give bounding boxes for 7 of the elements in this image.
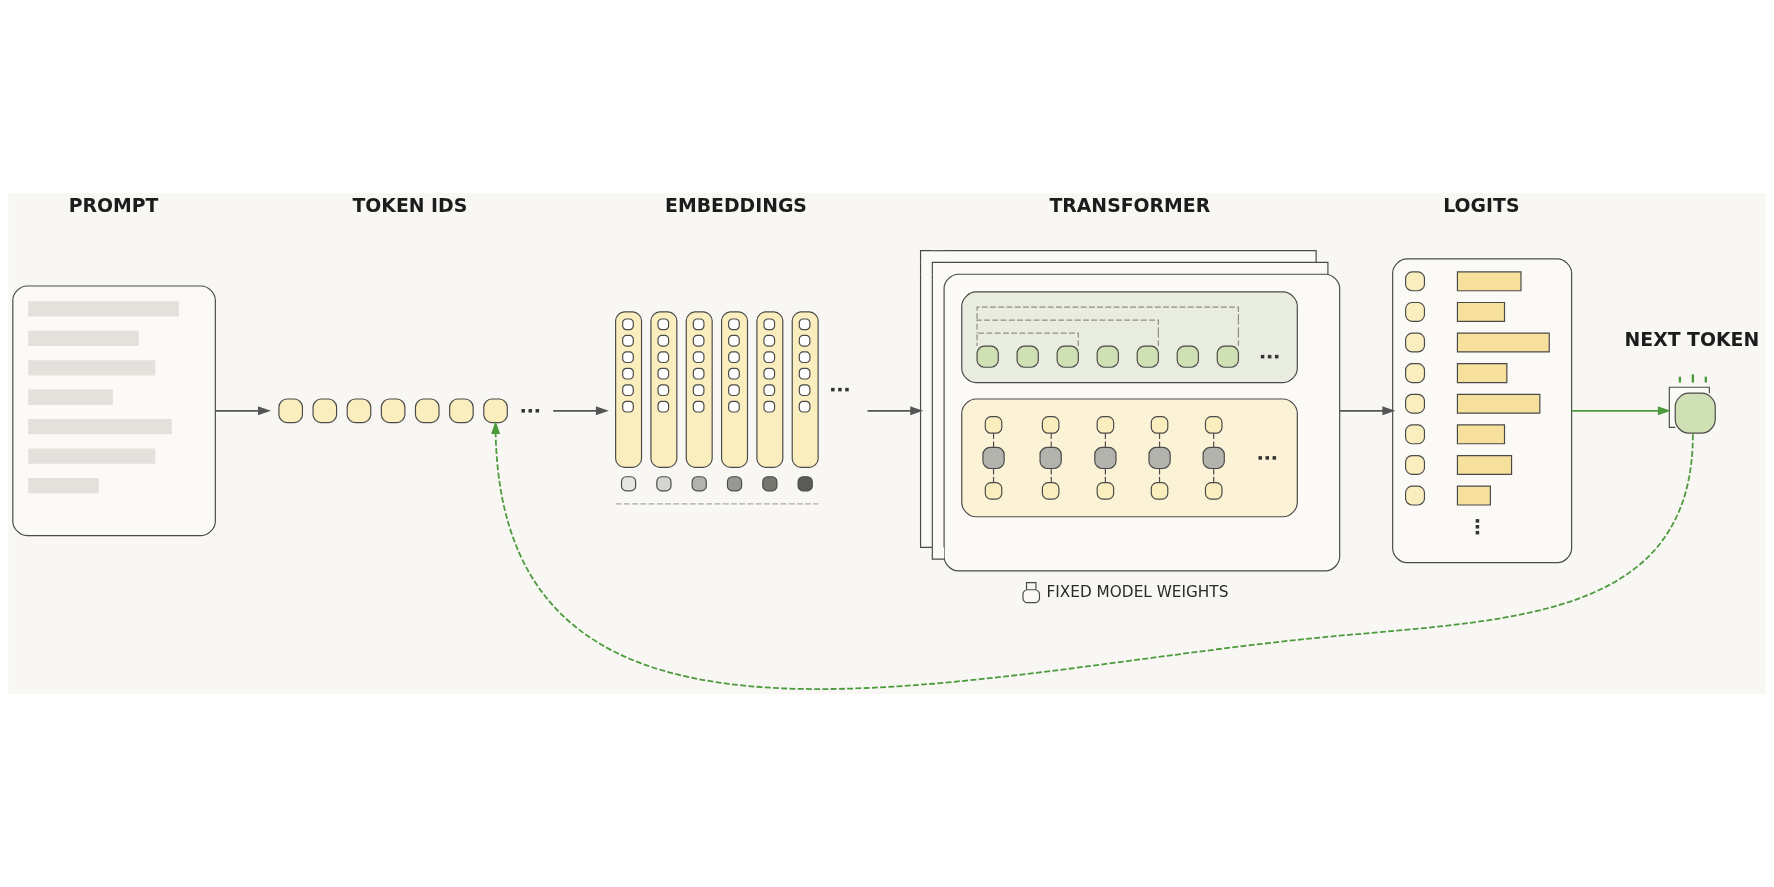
node-label: NEXT TOKEN xyxy=(1624,328,1760,350)
node-label: EMBEDDINGS xyxy=(665,194,807,216)
node-label: LOGITS xyxy=(1443,194,1520,216)
node-label: PROMPT xyxy=(68,194,159,216)
node-label: FIXED MODEL WEIGHTS xyxy=(1046,583,1229,602)
node-label: TRANSFORMER xyxy=(1049,194,1211,216)
node-label: TOKEN IDS xyxy=(352,194,468,216)
